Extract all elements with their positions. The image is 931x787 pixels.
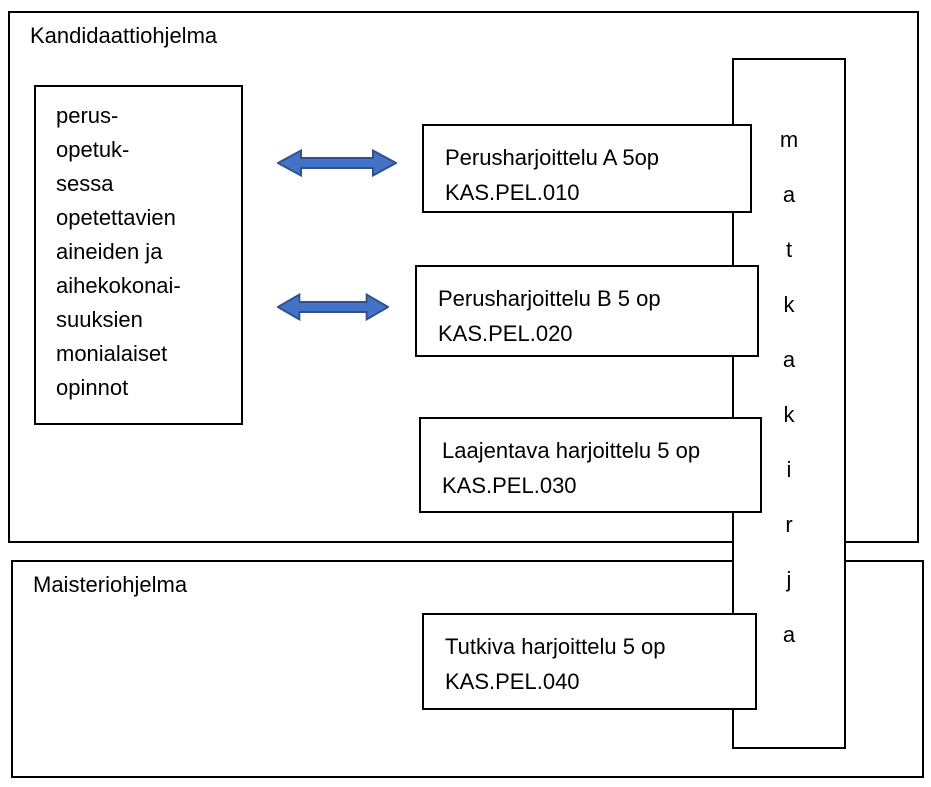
- kandidaatti-section-box: [8, 11, 919, 543]
- course-box-perusharjoittelu-a: Perusharjoittelu A 5op KAS.PEL.010: [422, 124, 752, 213]
- left-box-line: perus-: [56, 103, 119, 128]
- course-name: Perusharjoittelu B 5 op: [438, 286, 661, 311]
- left-box-line: aineiden ja: [56, 239, 163, 264]
- left-box-line: monialaiset: [56, 341, 168, 366]
- matkakirja-letter: a: [782, 622, 796, 647]
- kandidaatti-section-title: Kandidaattiohjelma: [30, 23, 218, 48]
- left-box-line: opinnot: [56, 375, 129, 400]
- course-code: KAS.PEL.040: [445, 669, 580, 694]
- matkakirja-letter: j: [786, 567, 792, 592]
- matkakirja-letter: a: [782, 347, 796, 372]
- left-box-line: sessa: [56, 171, 114, 196]
- course-box-perusharjoittelu-b: Perusharjoittelu B 5 op KAS.PEL.020: [415, 265, 759, 357]
- course-name: Perusharjoittelu A 5op: [445, 145, 660, 170]
- course-code: KAS.PEL.020: [438, 321, 573, 346]
- left-box-line: opetettavien: [56, 205, 176, 230]
- double-arrow-icon: [277, 292, 389, 322]
- maisteri-section-title: Maisteriohjelma: [33, 572, 188, 597]
- monialaiset-opinnot-box: perus- opetuk- sessa opetettavien aineid…: [34, 85, 243, 425]
- left-box-line: aihekokonai-: [56, 273, 181, 298]
- matkakirja-letter: a: [782, 182, 796, 207]
- course-box-laajentava-harjoittelu: Laajentava harjoittelu 5 op KAS.PEL.030: [419, 417, 762, 513]
- matkakirja-letter: i: [786, 457, 792, 482]
- matkakirja-letter: k: [783, 292, 795, 317]
- left-box-line: suuksien: [56, 307, 143, 332]
- left-box-line: opetuk-: [56, 137, 130, 162]
- course-code: KAS.PEL.030: [442, 473, 577, 498]
- matkakirja-letter: t: [785, 237, 793, 262]
- matkakirja-letter: r: [785, 512, 793, 537]
- matkakirja-letter: k: [783, 402, 795, 427]
- maisteri-section-box: [11, 560, 924, 778]
- course-box-tutkiva-harjoittelu: Tutkiva harjoittelu 5 op KAS.PEL.040: [422, 613, 757, 710]
- course-code: KAS.PEL.010: [445, 180, 580, 205]
- course-name: Laajentava harjoittelu 5 op: [442, 438, 701, 463]
- course-name: Tutkiva harjoittelu 5 op: [445, 634, 666, 659]
- double-arrow-icon: [277, 148, 397, 178]
- matkakirja-letter: m: [779, 127, 799, 152]
